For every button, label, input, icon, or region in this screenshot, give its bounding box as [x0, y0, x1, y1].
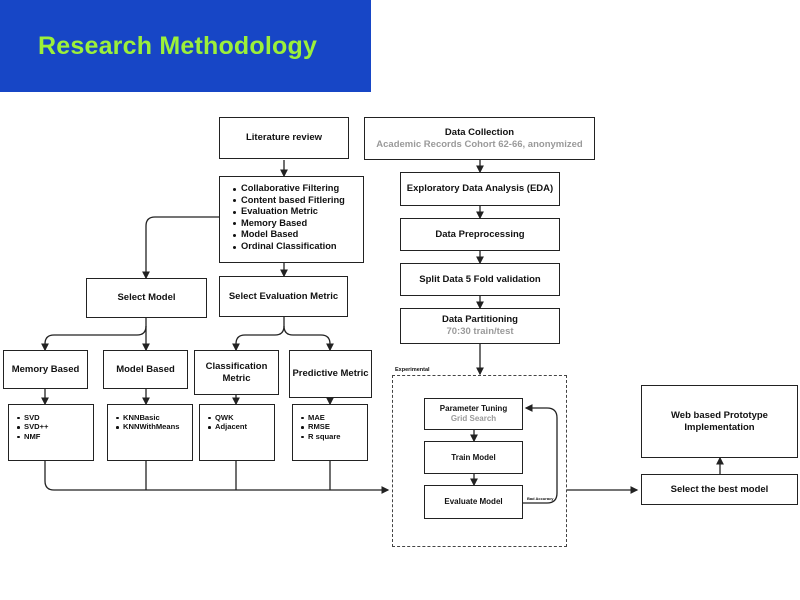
- literature-topics-box: Collaborative Filtering Content based Fi…: [219, 176, 364, 263]
- topic-item: Evaluation Metric: [233, 206, 359, 218]
- select-best-model-label: Select the best model: [670, 483, 769, 495]
- topic-item: Content based Fitlering: [233, 195, 359, 207]
- data-partitioning-box: Data Partitioning 70:30 train/test: [400, 308, 560, 344]
- data-preprocessing-box: Data Preprocessing: [400, 218, 560, 251]
- data-collection-box: Data Collection Academic Records Cohort …: [364, 117, 595, 160]
- evaluate-model-label: Evaluate Model: [444, 497, 503, 506]
- prototype-box: Web based Prototype Implementation: [641, 385, 798, 458]
- metric-item: MAE: [301, 413, 363, 422]
- topic-item: Memory Based: [233, 218, 359, 230]
- method-item: KNNBasic: [116, 413, 188, 422]
- parameter-tuning-subtitle: Grid Search: [450, 414, 497, 423]
- eda-box: Exploratory Data Analysis (EDA): [400, 172, 560, 206]
- model-based-box: Model Based: [103, 350, 188, 389]
- topic-item: Collaborative Filtering: [233, 183, 359, 195]
- parameter-tuning-title: Parameter Tuning: [439, 404, 508, 413]
- page-title: Research Methodology: [38, 31, 318, 60]
- literature-topics-list: Collaborative Filtering Content based Fi…: [228, 183, 359, 253]
- experimental-label: Experimental: [395, 367, 430, 373]
- select-model-label: Select Model: [117, 292, 176, 304]
- select-evaluation-metric-label: Select Evaluation Metric: [228, 290, 339, 302]
- branch-select-model: [41, 317, 147, 352]
- title-banner: Research Methodology: [0, 0, 371, 92]
- select-model-box: Select Model: [86, 278, 207, 318]
- data-partitioning-title: Data Partitioning: [441, 314, 518, 326]
- predictive-metric-label: Predictive Metric: [292, 368, 369, 380]
- metric-item: QWK: [208, 413, 270, 422]
- branch-select-eval-right: [283, 325, 334, 352]
- literature-review-box: Literature review: [219, 117, 349, 159]
- model-methods-list: KNNBasic KNNWithMeans: [113, 413, 188, 432]
- model-based-label: Model Based: [116, 363, 175, 375]
- line-lists-to-experimental: [44, 461, 390, 494]
- metric-item: R square: [301, 432, 363, 441]
- predictive-metrics-list: MAE RMSE R square: [298, 413, 363, 441]
- data-collection-subtitle: Academic Records Cohort 62-66, anonymize…: [376, 138, 583, 150]
- select-best-model-box: Select the best model: [641, 474, 798, 505]
- data-partitioning-subtitle: 70:30 train/test: [446, 326, 514, 337]
- classification-metric-label: Classification Metric: [205, 360, 268, 384]
- topic-item: Model Based: [233, 229, 359, 241]
- classification-metrics-list: QWK Adjacent: [205, 413, 270, 432]
- memory-methods-list: SVD SVD++ NMF: [14, 413, 89, 441]
- memory-based-box: Memory Based: [3, 350, 88, 389]
- train-model-label: Train Model: [451, 452, 496, 462]
- split-data-box: Split Data 5 Fold validation: [400, 263, 560, 296]
- predictive-metrics-box: MAE RMSE R square: [292, 404, 368, 461]
- bad-accuracy-label: Bad Accuracy: [527, 496, 554, 501]
- method-item: SVD++: [17, 422, 89, 431]
- memory-methods-box: SVD SVD++ NMF: [8, 404, 94, 461]
- feedback-loop-bad-accuracy: [523, 404, 558, 504]
- split-data-label: Split Data 5 Fold validation: [419, 273, 541, 285]
- select-evaluation-metric-box: Select Evaluation Metric: [219, 276, 348, 317]
- metric-item: Adjacent: [208, 422, 270, 431]
- method-item: NMF: [17, 432, 89, 441]
- train-model-box: Train Model: [424, 441, 523, 474]
- evaluate-model-box: Evaluate Model: [424, 485, 523, 519]
- memory-based-label: Memory Based: [11, 363, 80, 375]
- experimental-region: [392, 375, 567, 547]
- arrow-topics-to-select-model: [142, 216, 219, 280]
- literature-review-label: Literature review: [245, 132, 323, 144]
- method-item: SVD: [17, 413, 89, 422]
- prototype-label: Web based Prototype Implementation: [671, 409, 768, 433]
- metric-item: RMSE: [301, 422, 363, 431]
- classification-metric-box: Classification Metric: [194, 350, 279, 395]
- data-preprocessing-label: Data Preprocessing: [435, 228, 525, 240]
- eda-label: Exploratory Data Analysis (EDA): [406, 183, 554, 195]
- method-item: KNNWithMeans: [116, 422, 188, 431]
- branch-select-eval: [232, 317, 285, 352]
- predictive-metric-box: Predictive Metric: [289, 350, 372, 398]
- model-methods-box: KNNBasic KNNWithMeans: [107, 404, 193, 461]
- data-collection-title: Data Collection: [444, 126, 515, 138]
- topic-item: Ordinal Classification: [233, 241, 359, 253]
- classification-metrics-box: QWK Adjacent: [199, 404, 275, 461]
- parameter-tuning-box: Parameter Tuning Grid Search: [424, 398, 523, 430]
